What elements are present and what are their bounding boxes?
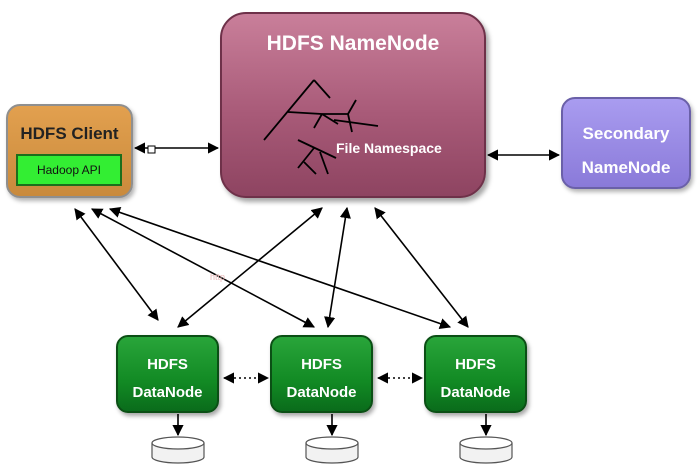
- datanode-label-line2: DataNode: [132, 384, 203, 401]
- secondary-label-line1: Secondary: [582, 124, 670, 143]
- namenode-datanode2-arrow: [324, 206, 351, 329]
- datanode-label-line2: DataNode: [440, 384, 511, 401]
- datanode-box: HDFS DataNode: [116, 335, 219, 413]
- disk-icon: [459, 436, 513, 464]
- namenode-datanode3-arrow: [374, 207, 469, 328]
- connector-handle: [147, 145, 156, 154]
- datanode-box: HDFS DataNode: [270, 335, 373, 413]
- datanode-label-line1: HDFS: [147, 356, 188, 373]
- datanode-label-line1: HDFS: [455, 356, 496, 373]
- namespace-label: File Namespace: [336, 140, 442, 156]
- namenode-box: HDFS NameNode File Namespace: [220, 12, 486, 198]
- disk-icon: [305, 436, 359, 464]
- hadoop-api-box: Hadoop API: [16, 154, 122, 186]
- client-title: HDFS Client: [20, 124, 119, 143]
- namenode-datanode1-arrow: [177, 207, 323, 328]
- namenode-title: HDFS NameNode: [266, 32, 440, 55]
- hdfs-client-box: HDFS Client Hadoop API: [6, 104, 133, 198]
- datanode-label-line2: DataNode: [286, 384, 357, 401]
- datanode-label-line1: HDFS: [301, 356, 342, 373]
- datanode-box: HDFS DataNode: [424, 335, 527, 413]
- disk-icon: [151, 436, 205, 464]
- client-datanode1-arrow: [74, 208, 159, 321]
- tree-icon: [263, 79, 379, 175]
- watermark-text: http: [210, 272, 226, 282]
- secondary-label-line2: NameNode: [581, 158, 671, 177]
- secondary-namenode-box: Secondary NameNode: [561, 97, 691, 189]
